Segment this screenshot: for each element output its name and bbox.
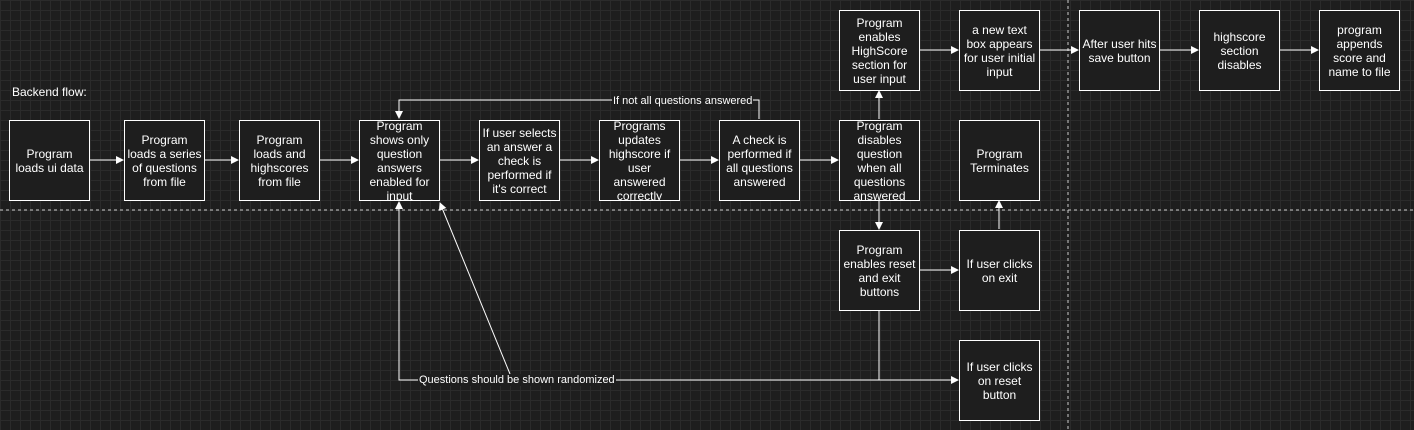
node-click-exit: If user clicks on exit xyxy=(959,230,1040,311)
node-check-answer-label: If user selects an answer a check is per… xyxy=(482,125,557,196)
node-highscore-disable-label: highscore section disables xyxy=(1213,29,1266,72)
node-enable-highscore-label: Program enables HighScore section for us… xyxy=(851,15,908,86)
node-text-box-label: a new text box appears for user initial … xyxy=(963,22,1036,79)
node-update-score: Programs updates highscore if user answe… xyxy=(599,120,680,201)
edge-loop-not-all-answered xyxy=(395,99,760,119)
node-load-questions-label: Program loads a series of questions from… xyxy=(127,132,202,189)
node-show-questions-label: Program shows only question answers enab… xyxy=(369,120,430,201)
node-check-all-label: A check is performed if all questions an… xyxy=(726,132,793,189)
node-load-ui-label: Program loads ui data xyxy=(15,146,84,175)
node-terminate: Program Terminates xyxy=(959,120,1040,201)
node-click-reset: If user clicks on reset button xyxy=(959,340,1040,421)
node-enable-reset-exit: Program enables reset and exit buttons xyxy=(839,230,920,311)
edge-label-randomized: Questions should be shown randomized xyxy=(418,374,616,386)
node-save-click-label: After user hits save button xyxy=(1082,36,1157,65)
node-load-questions: Program loads a series of questions from… xyxy=(124,120,205,201)
node-check-all: A check is performed if all questions an… xyxy=(719,120,800,201)
node-disable-question: Program disables question when all quest… xyxy=(839,120,920,201)
node-load-ui: Program loads ui data xyxy=(9,120,90,201)
node-enable-highscore: Program enables HighScore section for us… xyxy=(839,10,920,91)
node-enable-reset-exit-label: Program enables reset and exit buttons xyxy=(843,242,916,299)
node-text-box: a new text box appears for user initial … xyxy=(959,10,1040,91)
edge-label-not-all-answered: If not all questions answered xyxy=(612,95,754,107)
node-check-answer: If user selects an answer a check is per… xyxy=(479,120,560,201)
node-show-questions: Program shows only question answers enab… xyxy=(359,120,440,201)
node-click-exit-label: If user clicks on exit xyxy=(966,256,1033,285)
node-load-highscores-label: Program loads and highscores from file xyxy=(250,132,309,189)
diagram-heading: Backend flow: xyxy=(12,85,87,99)
node-load-highscores: Program loads and highscores from file xyxy=(239,120,320,201)
node-save-click: After user hits save button xyxy=(1079,10,1160,91)
node-disable-question-label: Program disables question when all quest… xyxy=(853,120,906,201)
node-terminate-label: Program Terminates xyxy=(970,146,1029,175)
node-highscore-disable: highscore section disables xyxy=(1199,10,1280,91)
edge-randomized-diagonal xyxy=(438,202,511,375)
node-click-reset-label: If user clicks on reset button xyxy=(966,359,1033,402)
edge-randomized-loop xyxy=(395,201,879,381)
node-append-file: program appends score and name to file xyxy=(1319,10,1400,91)
node-update-score-label: Programs updates highscore if user answe… xyxy=(608,120,671,201)
node-append-file-label: program appends score and name to file xyxy=(1328,22,1391,79)
